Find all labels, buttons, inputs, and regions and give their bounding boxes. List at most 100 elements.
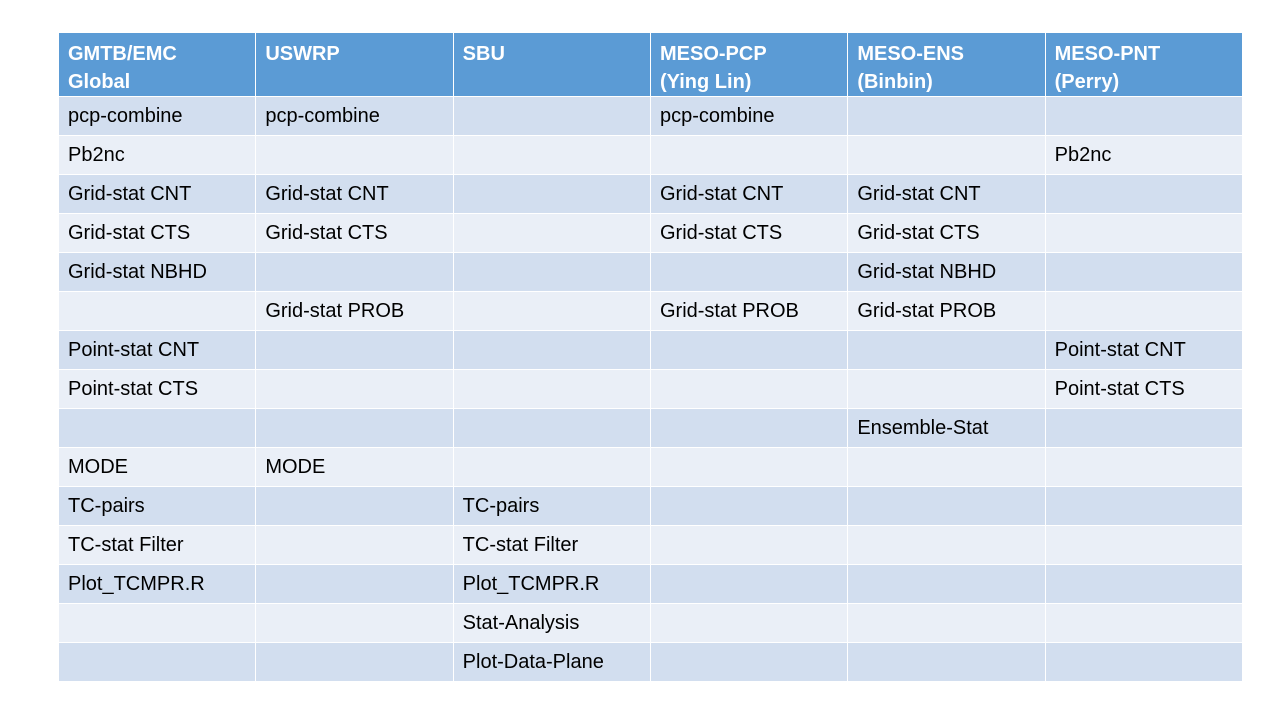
- table-cell: Grid-stat NBHD: [57, 252, 257, 292]
- table-cell: [649, 252, 849, 292]
- table-cell: [847, 447, 1046, 487]
- table-row: Grid-stat PROB Grid-stat PROB Grid-stat …: [57, 291, 1243, 331]
- table-row: Grid-stat CNT Grid-stat CNT Grid-stat CN…: [57, 174, 1243, 214]
- table-cell: [57, 642, 257, 682]
- table-cell: [255, 525, 454, 565]
- header-line2: (Perry): [1054, 71, 1120, 93]
- table-cell: [255, 564, 454, 604]
- table-cell: Pb2nc: [1044, 135, 1243, 175]
- table-cell: [649, 642, 849, 682]
- table-cell: Point-stat CTS: [1044, 369, 1243, 409]
- header-line1: MESO-ENS: [857, 43, 964, 65]
- header-meso-ens: MESO-ENS (Binbin): [847, 32, 1046, 97]
- table-cell: TC-stat Filter: [452, 525, 651, 565]
- table-row: Point-stat CTS Point-stat CTS: [57, 369, 1243, 409]
- table-cell: [1044, 291, 1243, 331]
- table-cell: [452, 330, 651, 370]
- header-meso-pnt: MESO-PNT (Perry): [1044, 32, 1243, 97]
- table-row: Grid-stat CTS Grid-stat CTS Grid-stat CT…: [57, 213, 1243, 253]
- table-cell: Grid-stat PROB: [847, 291, 1046, 331]
- table-cell: Point-stat CTS: [57, 369, 257, 409]
- table-cell: [649, 447, 849, 487]
- table-cell: [255, 642, 454, 682]
- header-line1: MESO-PCP: [659, 43, 767, 65]
- table-row: Stat-Analysis: [57, 603, 1243, 643]
- header-line2: (Ying Lin): [659, 71, 752, 93]
- table-cell: TC-pairs: [57, 486, 257, 526]
- table-cell: Point-stat CNT: [57, 330, 257, 370]
- table-cell: [847, 603, 1046, 643]
- table-cell: Grid-stat CTS: [847, 213, 1046, 253]
- table-cell: [649, 408, 849, 448]
- table-cell: Pb2nc: [57, 135, 257, 175]
- table-cell: Plot-Data-Plane: [452, 642, 651, 682]
- table-cell: [847, 564, 1046, 604]
- table-cell: [452, 291, 651, 331]
- table-cell: [847, 135, 1046, 175]
- table-cell: [1044, 174, 1243, 214]
- table-cell: [847, 642, 1046, 682]
- table-cell: [452, 96, 651, 136]
- table-cell: Plot_TCMPR.R: [452, 564, 651, 604]
- table-cell: [255, 252, 454, 292]
- table-cell: Grid-stat PROB: [255, 291, 454, 331]
- table-cell: [1044, 447, 1243, 487]
- table-cell: Grid-stat CNT: [847, 174, 1046, 214]
- table-row: TC-stat Filter TC-stat Filter: [57, 525, 1243, 565]
- header-row: GMTB/EMC Global USWRP SBU MESO-PCP (Ying…: [57, 32, 1243, 97]
- table-cell: [255, 369, 454, 409]
- table-cell: [847, 330, 1046, 370]
- table-cell: [1044, 525, 1243, 565]
- tool-matrix-table: GMTB/EMC Global USWRP SBU MESO-PCP (Ying…: [57, 32, 1243, 682]
- table-cell: [452, 135, 651, 175]
- table-cell: Grid-stat CNT: [649, 174, 849, 214]
- header-line1: MESO-PNT: [1054, 43, 1161, 65]
- table-cell: [1044, 486, 1243, 526]
- table-cell: pcp-combine: [255, 96, 454, 136]
- header-gmtb-emc: GMTB/EMC Global: [57, 32, 257, 97]
- table-cell: Plot_TCMPR.R: [57, 564, 257, 604]
- table-cell: [1044, 213, 1243, 253]
- table-row: TC-pairs TC-pairs: [57, 486, 1243, 526]
- table-cell: Grid-stat CTS: [57, 213, 257, 253]
- table-cell: [1044, 603, 1243, 643]
- table-cell: [452, 213, 651, 253]
- table-cell: [57, 408, 257, 448]
- table-cell: [1044, 564, 1243, 604]
- table-cell: pcp-combine: [649, 96, 849, 136]
- table-cell: [1044, 252, 1243, 292]
- table-cell: Grid-stat PROB: [649, 291, 849, 331]
- table-row: Grid-stat NBHD Grid-stat NBHD: [57, 252, 1243, 292]
- table-cell: [452, 408, 651, 448]
- table-cell: TC-stat Filter: [57, 525, 257, 565]
- table-cell: [649, 603, 849, 643]
- table-cell: [1044, 408, 1243, 448]
- table-row: Point-stat CNT Point-stat CNT: [57, 330, 1243, 370]
- table-cell: [452, 447, 651, 487]
- table-row: Pb2nc Pb2nc: [57, 135, 1243, 175]
- table-cell: [57, 291, 257, 331]
- header-line2: Global: [68, 71, 131, 93]
- table-cell: Point-stat CNT: [1044, 330, 1243, 370]
- table-cell: [452, 174, 651, 214]
- table-cell: Grid-stat NBHD: [847, 252, 1046, 292]
- table-cell: [452, 369, 651, 409]
- table-row: Plot-Data-Plane: [57, 642, 1243, 682]
- header-line1: SBU: [462, 43, 505, 65]
- table-cell: MODE: [57, 447, 257, 487]
- table-cell: [649, 525, 849, 565]
- table-cell: [649, 330, 849, 370]
- table-cell: [255, 330, 454, 370]
- table-cell: Grid-stat CNT: [57, 174, 257, 214]
- header-sbu: SBU: [452, 32, 651, 97]
- table-cell: [847, 486, 1046, 526]
- table-row: Plot_TCMPR.R Plot_TCMPR.R: [57, 564, 1243, 604]
- table-cell: pcp-combine: [57, 96, 257, 136]
- table-cell: [1044, 642, 1243, 682]
- table-cell: Stat-Analysis: [452, 603, 651, 643]
- table-cell: [847, 96, 1046, 136]
- header-meso-pcp: MESO-PCP (Ying Lin): [649, 32, 849, 97]
- table-row: MODE MODE: [57, 447, 1243, 487]
- table-cell: [255, 135, 454, 175]
- table-cell: [847, 525, 1046, 565]
